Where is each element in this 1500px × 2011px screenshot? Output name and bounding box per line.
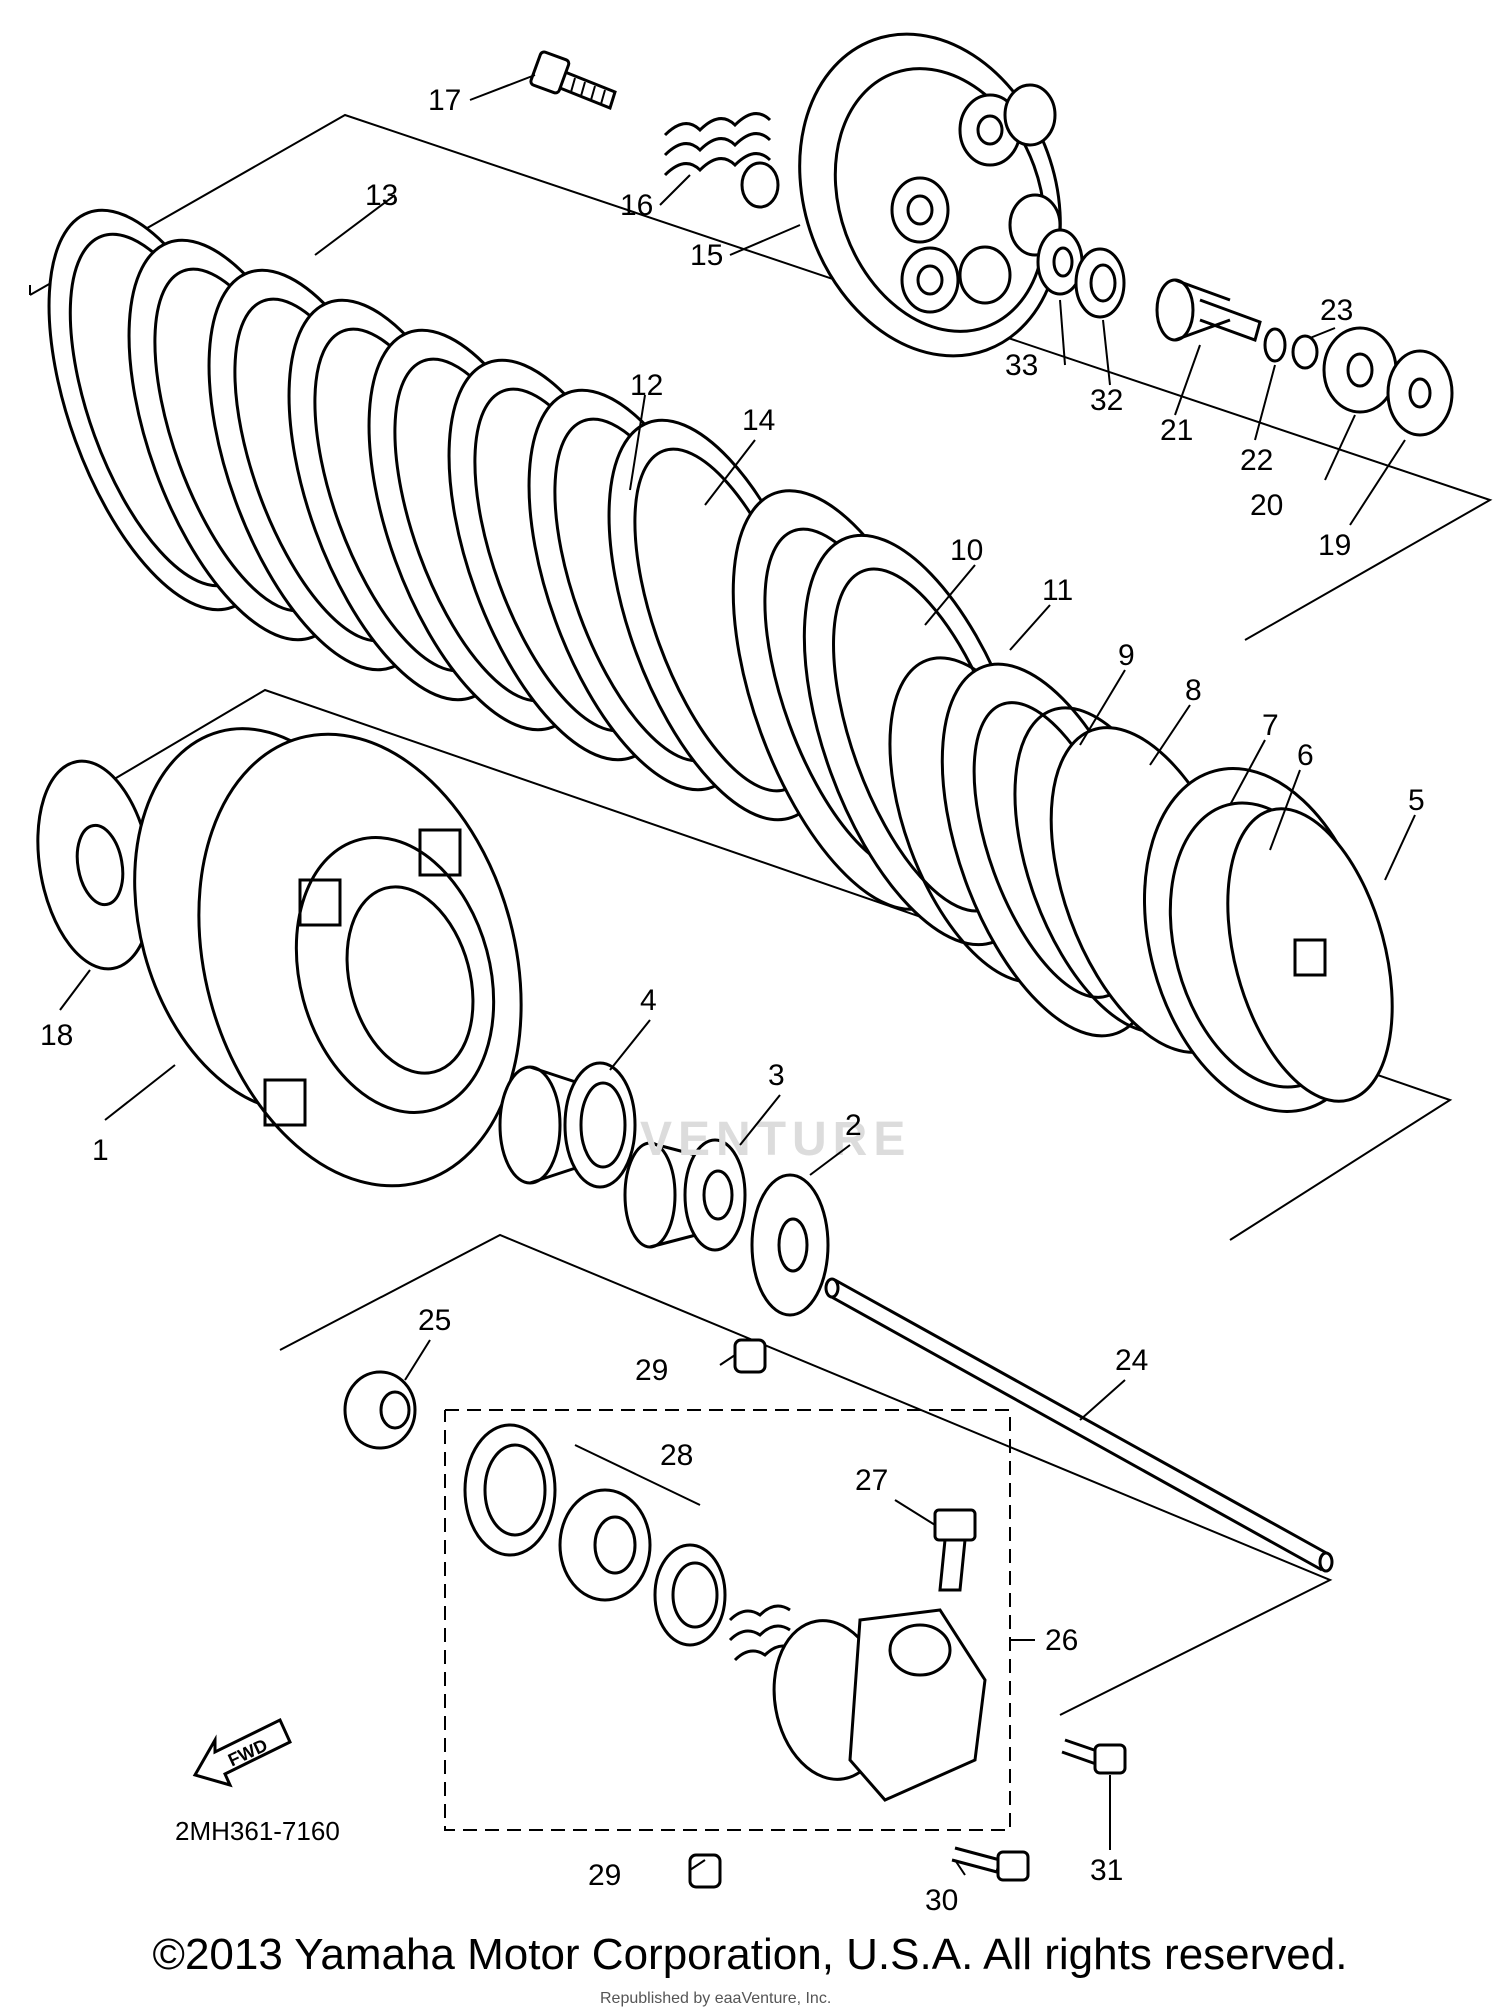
callout-24: 24 (1115, 1344, 1148, 1377)
callout-29-lower: 29 (588, 1859, 621, 1892)
part-19-lock-washer (1386, 349, 1454, 437)
callout-15: 15 (690, 239, 723, 272)
part-29-dowel-pin-upper (733, 1338, 767, 1374)
callout-13: 13 (365, 179, 398, 212)
leader-lines (59, 74, 1416, 1876)
part-code: 2MH361-7160 (175, 1816, 340, 1846)
clutch-plate-stack (47, 208, 833, 822)
part-28-piston-kit (463, 1423, 796, 1662)
callout-25: 25 (418, 1304, 451, 1337)
callout-16: 16 (620, 189, 653, 222)
part-16-spring (663, 112, 780, 209)
part-26-release-cylinder (772, 1608, 987, 1802)
callout-29-upper: 29 (635, 1354, 668, 1387)
callout-numbers: 17 16 15 13 12 14 10 11 9 8 7 6 5 33 32 … (40, 84, 1425, 1917)
callout-5: 5 (1408, 784, 1425, 817)
callout-26: 26 (1045, 1624, 1078, 1657)
callout-23: 23 (1320, 294, 1353, 327)
part-3-spacer (623, 1138, 747, 1252)
part-24-push-rod (824, 1277, 1334, 1573)
callout-30: 30 (925, 1884, 958, 1917)
watermark: VENTURE (640, 1113, 911, 1166)
callout-3: 3 (768, 1059, 785, 1092)
callout-2: 2 (845, 1109, 862, 1142)
part-29-dowel-pin-lower (688, 1853, 722, 1889)
callout-8: 8 (1185, 674, 1202, 707)
part-15-pressure-plate (798, 32, 1062, 358)
part-4-needle-bearing (498, 1061, 637, 1189)
callout-22: 22 (1240, 444, 1273, 477)
copyright-notice: ©2013 Yamaha Motor Corporation, U.S.A. A… (152, 1930, 1348, 1979)
callout-33: 33 (1005, 349, 1038, 382)
part-32-bearing (1074, 247, 1126, 319)
part-23-ball (1291, 334, 1319, 370)
callout-10: 10 (950, 534, 983, 567)
callout-31: 31 (1090, 1854, 1123, 1887)
middle-group-outline (44, 688, 1453, 1241)
callout-12: 12 (630, 369, 663, 402)
callout-1: 1 (92, 1134, 109, 1167)
part-33-washer (1036, 228, 1084, 296)
lower-group-outline (279, 1233, 1333, 1716)
part-30-bolt (951, 1846, 1030, 1882)
part-17-bolt (529, 50, 617, 110)
master-cylinder-dashed-box (444, 1409, 1011, 1831)
part-5-clutch-boss (1142, 767, 1394, 1113)
callout-9: 9 (1118, 639, 1135, 672)
part-20-nut (1322, 326, 1398, 414)
callout-19: 19 (1318, 529, 1351, 562)
republished-notice: Republished by eaaVenture, Inc. (600, 1990, 832, 2007)
callout-32: 32 (1090, 384, 1123, 417)
callout-17: 17 (428, 84, 461, 117)
part-1-primary-driven-gear (133, 727, 523, 1188)
callout-20: 20 (1250, 489, 1283, 522)
callout-6: 6 (1297, 739, 1314, 772)
part-21-push-rod (1155, 278, 1262, 342)
callout-27: 27 (855, 1464, 888, 1497)
fwd-arrow-icon: FWD (192, 1717, 292, 1788)
callout-4: 4 (640, 984, 657, 1017)
callout-21: 21 (1160, 414, 1193, 447)
callout-18: 18 (40, 1019, 73, 1052)
callout-28: 28 (660, 1439, 693, 1472)
callout-14: 14 (742, 404, 775, 437)
part-22-o-ring (1263, 327, 1287, 363)
callout-7: 7 (1262, 709, 1279, 742)
part-31-bolt (1061, 1738, 1127, 1775)
part-2-washer (750, 1173, 830, 1317)
part-25-oil-seal (343, 1370, 417, 1450)
callout-11: 11 (1042, 574, 1073, 607)
part-27-bleed-screw (933, 1508, 977, 1592)
